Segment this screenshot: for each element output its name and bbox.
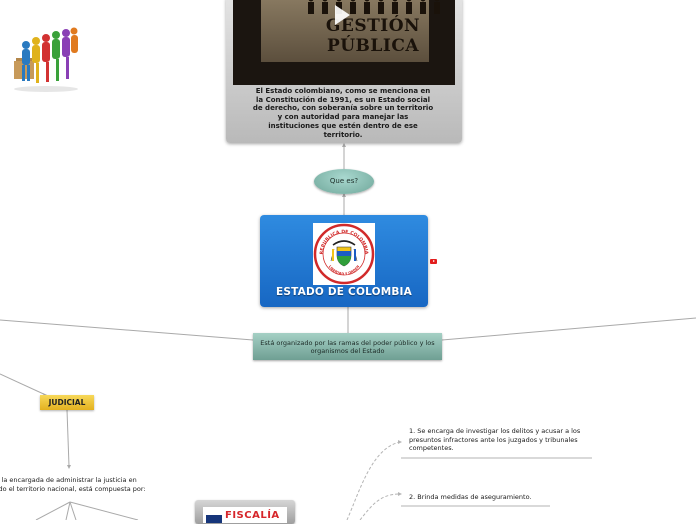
fiscalia-logo: FISCALÍA [203,507,287,523]
fiscalia-function-2[interactable]: 2. Brinda medidas de aseguramiento. [409,493,532,501]
fiscalia-function-1[interactable]: 1. Se encarga de investigar los delitos … [409,427,581,452]
people-silhouettes [308,0,440,14]
definition-text: El Estado colombiano, como se menciona e… [252,87,434,139]
organization-node[interactable]: Está organizado por las ramas del poder … [253,333,442,360]
judicial-node[interactable]: JUDICIAL [40,395,94,410]
people-voting-illustration [14,27,78,92]
judicial-description: Es la encargada de administrar la justic… [0,476,146,493]
video-thumbnail[interactable]: GESTIÓN PÚBLICA [233,0,455,85]
colombia-coat-of-arms-icon: REPUBLICA DE COLOMBIA LIBERTAD Y ORDEN [313,223,375,285]
fiscalia-emblem-icon [206,515,222,523]
que-es-node[interactable]: Que es? [314,169,374,194]
video-title-text: GESTIÓN PÚBLICA [325,16,421,56]
youtube-icon[interactable] [430,259,437,264]
play-icon[interactable] [335,5,350,25]
central-node-title: ESTADO DE COLOMBIA [275,286,412,298]
